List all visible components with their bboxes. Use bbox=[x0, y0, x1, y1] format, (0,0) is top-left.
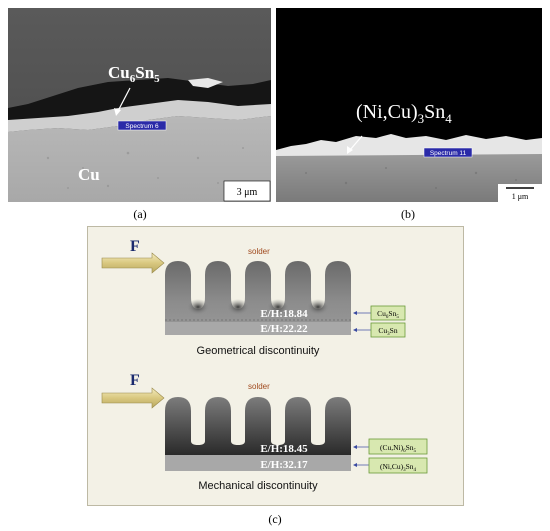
top-force-label: F bbox=[130, 238, 140, 255]
panel-a-scale-bar: 3 μm bbox=[237, 187, 258, 198]
bottom-box-upper: (Cu,Ni)6Sn5 bbox=[380, 443, 417, 454]
bottom-force-label: F bbox=[130, 372, 140, 389]
bottom-solder-label: solder bbox=[248, 382, 270, 391]
bottom-eh-upper: E/H:18.45 bbox=[260, 443, 308, 455]
bottom-force-arrow bbox=[101, 387, 165, 409]
panel-c-diagram: F solder E/H:18.84 E/H:22.22 Cu6Sn5 bbox=[87, 226, 464, 506]
panel-b-micrograph: (Ni,Cu)3Sn4 Spectrum 11 1 μm bbox=[276, 8, 542, 202]
panel-a-phase-label: Cu6Sn5 bbox=[108, 63, 160, 85]
top-force-arrow bbox=[101, 252, 165, 274]
panel-a-substrate-label: Cu bbox=[78, 165, 100, 184]
top-box-upper: Cu6Sn5 bbox=[377, 309, 399, 320]
panel-a-image: Spectrum 6 Cu6Sn5 Cu 3 μm bbox=[8, 8, 271, 202]
panel-b-caption: (b) bbox=[401, 207, 415, 221]
top-diagram-title: Geometrical discontinuity bbox=[197, 345, 320, 357]
panel-b-phase-label: (Ni,Cu)3Sn4 bbox=[356, 101, 452, 126]
bottom-solder-profile bbox=[165, 397, 351, 455]
panel-a-spectrum-label: Spectrum 6 bbox=[125, 123, 159, 130]
panel-a-micrograph: Spectrum 6 Cu6Sn5 Cu 3 μm bbox=[8, 8, 271, 202]
top-eh-lower: E/H:22.22 bbox=[260, 323, 308, 335]
top-eh-upper: E/H:18.84 bbox=[260, 308, 308, 320]
top-solder-label: solder bbox=[248, 247, 270, 256]
panel-c-caption: (c) bbox=[268, 512, 282, 526]
panel-b-scale-bar: 1 μm bbox=[512, 192, 529, 201]
panel-b-spectrum-label: Spectrum 11 bbox=[430, 150, 467, 157]
bottom-box-lower: (Ni,Cu)3Sn4 bbox=[380, 462, 417, 473]
top-box-lower: Cu3Sn bbox=[378, 326, 397, 337]
bottom-eh-lower: E/H:32.17 bbox=[260, 459, 308, 471]
bottom-diagram-title: Mechanical discontinuity bbox=[198, 480, 318, 492]
panel-b-image: (Ni,Cu)3Sn4 Spectrum 11 1 μm bbox=[276, 8, 542, 202]
panel-a-caption: (a) bbox=[133, 207, 147, 221]
panel-c-svg: F solder E/H:18.84 E/H:22.22 Cu6Sn5 bbox=[101, 238, 428, 492]
top-solder-profile bbox=[165, 261, 351, 335]
